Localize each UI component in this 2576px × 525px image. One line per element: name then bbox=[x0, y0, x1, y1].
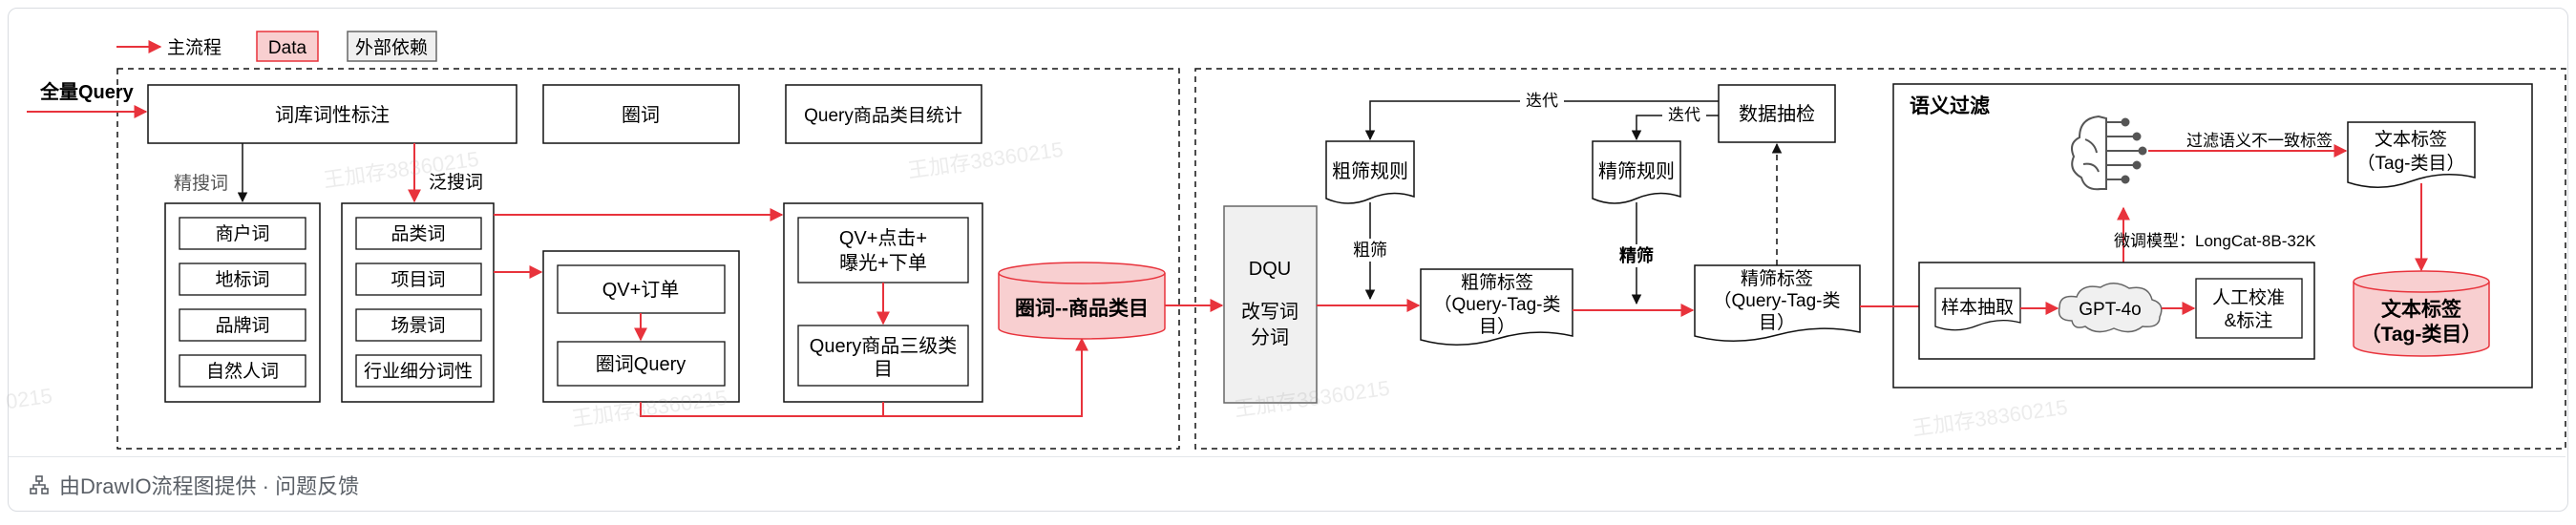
data-check-box bbox=[1718, 84, 1836, 143]
groups-to-result-arrow bbox=[640, 337, 1088, 417]
broad-item-box bbox=[355, 262, 482, 296]
llm-brain-icon bbox=[2071, 115, 2147, 191]
result-label: 圈词--商品类目 bbox=[1015, 297, 1149, 320]
tagging-label: 词库词性标注 bbox=[275, 104, 390, 126]
qv-order-label: QV+订单 bbox=[602, 279, 680, 301]
precise-item: 商户词 bbox=[215, 223, 269, 244]
precise-items: 商户词 地标词 品牌词 自然人词 bbox=[179, 217, 306, 388]
coarse-rule-doc bbox=[1325, 140, 1415, 204]
text-tag-result-line2: （Tag-类目） bbox=[2361, 323, 2482, 346]
dqu-box bbox=[1223, 205, 1318, 404]
left-panel bbox=[116, 68, 1180, 450]
legend-data: Data bbox=[268, 38, 307, 58]
gpt-label: GPT-4o bbox=[2079, 300, 2141, 320]
text-tag-top-doc bbox=[2347, 121, 2476, 188]
qv-click-line2: 曝光+下单 bbox=[839, 252, 927, 274]
filter-label: 过滤语义不一致标签 bbox=[2186, 132, 2333, 150]
tagging-box bbox=[147, 84, 517, 144]
qv-click-box bbox=[797, 217, 969, 284]
fine-label: 精筛 bbox=[1619, 245, 1654, 265]
level3-box bbox=[797, 325, 969, 387]
text-tag-result-line1: 文本标签 bbox=[2381, 298, 2462, 321]
footer-divider bbox=[9, 456, 2565, 457]
finetune-label: 微调模型：LongCat-8B-32K bbox=[2114, 232, 2316, 250]
precise-label: 精搜词 bbox=[174, 173, 228, 194]
legend-external-swatch bbox=[347, 31, 437, 62]
broad-item: 场景词 bbox=[391, 315, 445, 336]
category-stats-label: Query商品类目统计 bbox=[804, 105, 962, 126]
flowchart: 主流程 Data 外部依赖 全量Query 词库词性标注 圈词 Query商品类… bbox=[27, 31, 2566, 450]
coarse-tag-line3: 目） bbox=[1479, 316, 1515, 337]
iterate-fine-label: 迭代 bbox=[1668, 106, 1700, 124]
fine-tag-line3: 目） bbox=[1759, 312, 1795, 333]
precise-item: 地标词 bbox=[215, 269, 269, 290]
qv-click-line1: QV+点击+ bbox=[839, 227, 927, 249]
legend-main-flow: 主流程 bbox=[167, 37, 222, 58]
dqu-line2: 改写词 bbox=[1241, 301, 1299, 323]
sample-label: 样本抽取 bbox=[1941, 297, 2014, 318]
fine-tag-line2: （Query-Tag-类 bbox=[1713, 290, 1840, 311]
text-tag-datastore: 文本标签 （Tag-类目） bbox=[2353, 270, 2490, 357]
broad-item: 项目词 bbox=[391, 269, 445, 290]
coarse-rule-label: 粗筛规则 bbox=[1332, 160, 1408, 182]
semantic-filter-panel bbox=[1892, 83, 2533, 388]
legend-external: 外部依赖 bbox=[355, 37, 428, 58]
data-check-label: 数据抽检 bbox=[1739, 103, 1815, 125]
broad-item-box bbox=[355, 217, 482, 250]
footer-text[interactable]: 由DrawIO流程图提供 · 问题反馈 bbox=[59, 474, 360, 498]
broad-item-box bbox=[355, 308, 482, 342]
broad-label: 泛搜词 bbox=[429, 172, 483, 193]
precise-item-box bbox=[179, 217, 306, 250]
level3-line1: Query商品三级类 bbox=[810, 335, 957, 357]
dqu-line3: 分词 bbox=[1251, 326, 1289, 348]
iterate-coarse-label: 迭代 bbox=[1526, 92, 1558, 110]
dqu-line1: DQU bbox=[1249, 259, 1291, 280]
coarse-tag-line1: 粗筛标签 bbox=[1461, 272, 1533, 293]
coarse-label: 粗筛 bbox=[1353, 241, 1387, 260]
fine-rule-doc bbox=[1592, 140, 1681, 204]
precise-item-box bbox=[179, 354, 306, 388]
level3-line2: 目 bbox=[874, 359, 893, 380]
footer[interactable]: 由DrawIO流程图提供 · 问题反馈 bbox=[29, 470, 359, 500]
circle-words-box bbox=[542, 84, 740, 144]
gpt-cloud-icon: GPT-4o bbox=[2058, 283, 2163, 333]
iterate-coarse-arrow bbox=[1364, 100, 1719, 141]
precise-item-box bbox=[179, 308, 306, 342]
broad-item: 行业细分词性 bbox=[364, 361, 473, 382]
category-stats-box bbox=[785, 84, 982, 144]
manual-line2: &标注 bbox=[2225, 310, 2273, 331]
precise-item-box bbox=[179, 262, 306, 296]
precise-item: 自然人词 bbox=[206, 361, 279, 382]
broad-item: 品类词 bbox=[391, 223, 445, 244]
manual-box bbox=[2195, 278, 2303, 339]
input-query: 全量Query bbox=[39, 80, 135, 103]
sample-doc bbox=[1934, 287, 2021, 331]
middle-panel bbox=[1194, 68, 2566, 450]
circle-category-datastore: 圈词--商品类目 bbox=[998, 262, 1166, 340]
coarse-tag-doc bbox=[1420, 268, 1573, 346]
circle-words-label: 圈词 bbox=[622, 105, 660, 126]
text-tag-top-line2: （Tag-类目） bbox=[2357, 153, 2465, 174]
broad-item-box bbox=[355, 354, 482, 388]
circle-query-box bbox=[557, 341, 726, 387]
coarse-tag-line2: （Query-Tag-类 bbox=[1433, 294, 1560, 315]
manual-line1: 人工校准 bbox=[2212, 287, 2285, 308]
circle-query-label: 圈词Query bbox=[596, 354, 686, 375]
text-tag-top-line1: 文本标签 bbox=[2375, 129, 2447, 150]
fine-tag-line1: 精筛标签 bbox=[1741, 268, 1813, 289]
semantic-title: 语义过滤 bbox=[1910, 94, 1990, 117]
fine-rule-label: 精筛规则 bbox=[1598, 160, 1675, 182]
broad-items: 品类词 项目词 场景词 行业细分词性 bbox=[355, 217, 482, 388]
flowchart-icon bbox=[30, 475, 49, 494]
precise-item: 品牌词 bbox=[215, 315, 269, 336]
legend-data-swatch bbox=[256, 31, 319, 62]
legend: 主流程 Data 外部依赖 bbox=[116, 31, 437, 62]
fine-tag-doc bbox=[1694, 264, 1861, 342]
